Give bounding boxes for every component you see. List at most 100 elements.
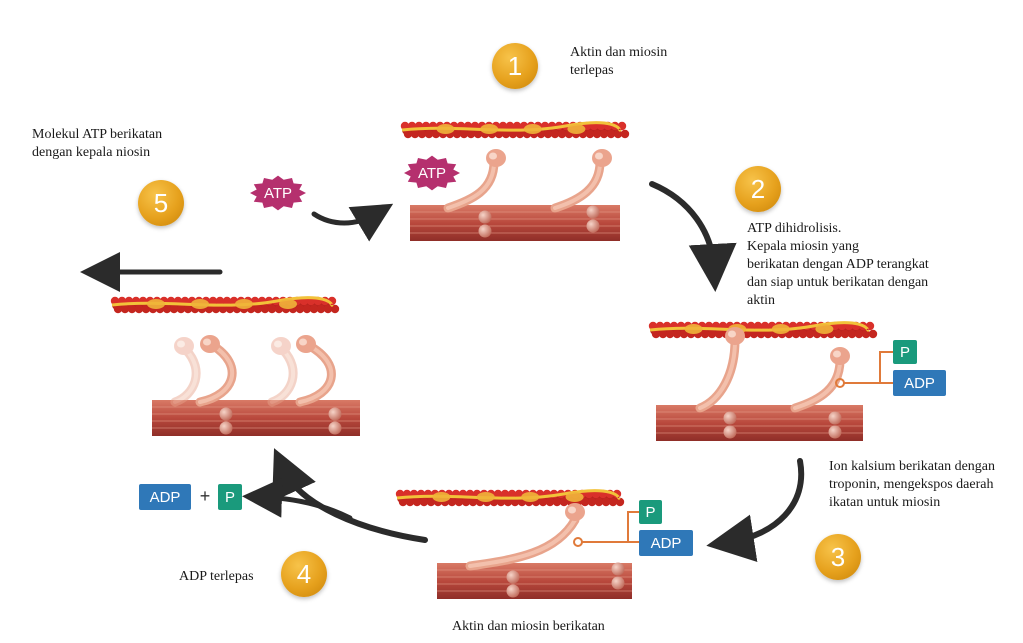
actin-bead: [679, 329, 689, 339]
actin-bead: [330, 304, 340, 314]
troponin-complex: [279, 299, 297, 309]
adp-molecule: ADP: [139, 484, 191, 510]
step-badge-2: 2: [735, 166, 781, 212]
myosin-neck: [170, 345, 201, 407]
step-badge-1: 1: [492, 43, 538, 89]
myosin-filament-icon: [656, 405, 863, 441]
actin-bead: [756, 329, 766, 339]
myosin-node: [506, 570, 520, 584]
actin-bead: [452, 129, 462, 139]
actin-bead: [493, 489, 503, 499]
step-2-line: berikatan dengan ADP terangkat: [747, 257, 929, 272]
phosphate-molecule-box: [893, 340, 917, 364]
myosin-head-icon: [443, 149, 506, 213]
actin-filament-icon: [395, 489, 625, 507]
troponin-complex: [521, 492, 540, 502]
actin-bead: [500, 489, 510, 499]
adp-molecule-label: ADP: [651, 535, 682, 552]
myosin-neck: [267, 345, 298, 407]
actin-bead: [162, 304, 172, 314]
myosin-head-icon: [465, 503, 585, 571]
actin-bead: [419, 497, 429, 507]
actin-bead: [302, 304, 312, 314]
myosin-body: [152, 400, 360, 436]
phosphate-molecule: P: [893, 340, 917, 364]
step-1-line: terlepas: [570, 63, 614, 78]
actin-bead: [426, 497, 436, 507]
myosin-head-highlight: [177, 340, 185, 348]
myosin-head-highlight: [568, 506, 576, 514]
troponin-complex: [436, 124, 455, 134]
myosin-head-icon: [295, 335, 336, 407]
linker-node: [573, 537, 583, 547]
actin-bead: [580, 497, 590, 507]
actin-bead: [260, 304, 270, 314]
myosin-head-icon: [267, 337, 298, 407]
step-2-label: ATP dihidrolisis. Kepala miosin yang ber…: [747, 220, 929, 310]
actin-bead: [473, 129, 483, 139]
actin-bead: [760, 321, 770, 331]
myosin-neck-highlight: [698, 338, 737, 410]
plus-sign: +: [200, 486, 211, 506]
troponin-complex: [235, 299, 253, 309]
myosin-neck-highlight: [553, 160, 602, 210]
step-5-label: Molekul ATP berikatan dengan kepala nios…: [32, 126, 162, 162]
atp-label: ATP: [264, 185, 292, 202]
troponin-complex: [480, 124, 499, 134]
actin-bead: [512, 121, 522, 131]
myosin-node: [723, 425, 737, 439]
adp-molecule-box: [139, 484, 191, 510]
actin-bead: [840, 329, 850, 339]
actin-bead: [543, 129, 553, 139]
atp-molecule-icon: ATP: [404, 155, 460, 191]
myosin-head-highlight: [274, 340, 282, 348]
actin-bead: [515, 129, 525, 139]
adp-molecule-label: ADP: [150, 489, 181, 506]
actin-bead: [514, 489, 524, 499]
myosin-neck-highlight: [298, 343, 334, 404]
actin-bead: [615, 497, 625, 507]
actin-bead: [459, 129, 469, 139]
actin-bead: [508, 129, 518, 139]
myosin-neck-highlight: [468, 518, 577, 568]
myosin-node: [828, 411, 842, 425]
myosin-filament-icon: [152, 400, 360, 436]
step-badge-3: 3: [815, 534, 861, 580]
troponin-complex: [432, 492, 451, 502]
actin-bead: [424, 129, 434, 139]
actin-bead: [215, 296, 225, 306]
actin-bead: [496, 497, 506, 507]
actin-bead: [707, 329, 717, 339]
actin-bead: [749, 329, 759, 339]
myosin-head: [271, 337, 291, 355]
myosin-node: [586, 219, 600, 233]
actin-bead: [550, 129, 560, 139]
actin-filament-icon: [110, 296, 340, 314]
step-1-label: Aktin dan miosin terlepas: [570, 44, 667, 80]
myosin-node: [478, 210, 492, 224]
troponin-complex: [684, 324, 703, 334]
actin-bead: [403, 129, 413, 139]
myosin-head-highlight: [203, 338, 211, 346]
actin-bead: [620, 129, 630, 139]
atp-label: ATP: [418, 165, 446, 182]
myosin-head-highlight: [728, 330, 736, 338]
myosin-head-highlight: [177, 340, 185, 348]
actin-bead: [431, 129, 441, 139]
actin-bead: [538, 497, 548, 507]
myosin-node: [328, 407, 342, 421]
step-3-label: Ion kalsium berikatan dengan troponin, m…: [829, 458, 995, 512]
myosin-neck-highlight: [173, 348, 199, 404]
actin-bead: [599, 129, 609, 139]
myosin-node: [219, 407, 233, 421]
actin-bead: [658, 329, 668, 339]
myosin-neck: [465, 515, 580, 571]
actin-bead: [545, 497, 555, 507]
actin-bead: [672, 329, 682, 339]
actin-bead: [141, 304, 151, 314]
actin-bead: [753, 321, 763, 331]
actin-bead: [295, 304, 305, 314]
curved-arrow-icon: [311, 203, 394, 242]
